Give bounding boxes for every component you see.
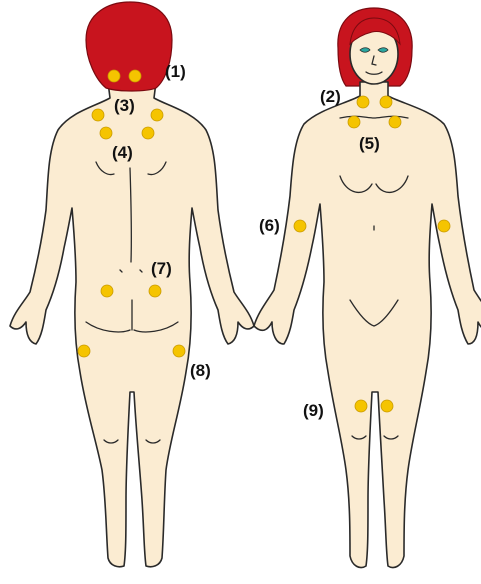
label-point-7: (7) xyxy=(151,259,172,278)
label-point-8: (8) xyxy=(190,361,211,380)
tender-point-6-left xyxy=(294,220,306,232)
front-right-eye xyxy=(378,48,388,53)
tender-point-8-left xyxy=(78,345,90,357)
label-point-1: (1) xyxy=(165,62,186,81)
tender-point-8-right xyxy=(173,345,185,357)
tender-point-5-right xyxy=(389,116,401,128)
tender-point-4-left xyxy=(100,127,112,139)
tender-point-3-left xyxy=(92,109,104,121)
front-body-silhouette xyxy=(254,82,481,568)
tender-point-2-left xyxy=(357,96,369,108)
tender-point-1-right xyxy=(129,70,141,82)
tender-point-9-right xyxy=(381,400,393,412)
label-point-3: (3) xyxy=(114,96,135,115)
tender-point-7-right xyxy=(149,285,161,297)
front-view-figure xyxy=(254,8,481,568)
tender-point-1-left xyxy=(108,70,120,82)
label-point-2: (2) xyxy=(320,87,341,106)
label-point-5: (5) xyxy=(359,134,380,153)
tender-point-3-right xyxy=(151,109,163,121)
label-point-6: (6) xyxy=(259,216,280,235)
label-point-9: (9) xyxy=(303,401,324,420)
label-point-4: (4) xyxy=(112,143,133,162)
tender-point-2-right xyxy=(380,96,392,108)
tender-point-5-left xyxy=(348,116,360,128)
back-view-figure xyxy=(10,2,254,567)
tender-point-9-left xyxy=(355,400,367,412)
tender-point-4-right xyxy=(142,127,154,139)
tender-point-7-left xyxy=(101,285,113,297)
front-left-eye xyxy=(360,48,370,53)
tender-point-6-right xyxy=(438,220,450,232)
